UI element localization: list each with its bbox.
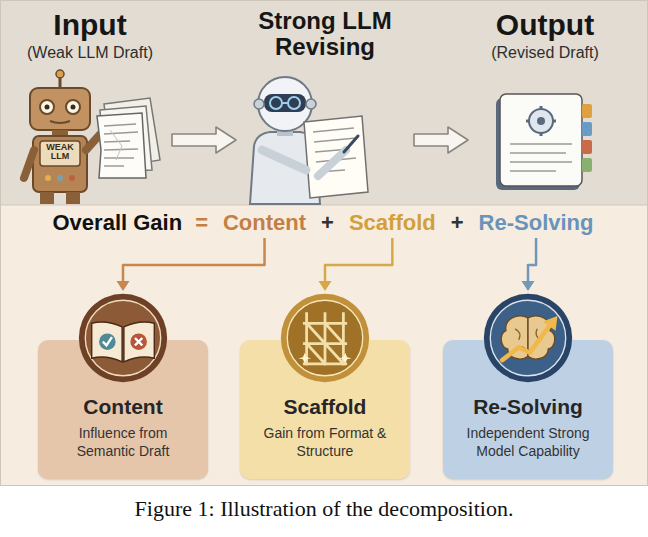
arrowhead [319,281,332,291]
stage-subtitle: (Revised Draft) [470,43,620,64]
band-divider [0,205,648,206]
box-content: Re-SolvingIndependent Strong Model Capab… [443,292,613,473]
equation-symbol: + [321,210,334,236]
equation-symbol: Overall Gain [53,210,183,236]
block-arrow [172,127,236,153]
box-description: Gain from Format & Structure [252,424,398,460]
stage-heading: Input(Weak LLM Draft) [10,8,170,198]
box-icon [77,292,169,384]
stage-title: Output [470,8,620,43]
top-band [0,0,648,205]
connector [319,238,393,291]
box-title: Scaffold [252,394,398,419]
box-content: ScaffoldGain from Format & Structure [240,292,410,473]
box-icon [279,292,371,384]
weak-robot [24,70,104,204]
stage-title: Strong LLM Revising [250,8,400,61]
stage-heading: Output(Revised Draft) [470,8,620,198]
equation-row: Overall Gain = Content + Scaffold + Re-Solving [0,210,648,236]
revised-document [496,94,592,190]
connector [522,238,537,291]
box-description: Independent Strong Model Capability [455,424,601,460]
term-text: Content [223,210,306,235]
equation-symbol: = [195,210,208,236]
block-arrow [414,127,468,153]
component-box: ContentInfluence from Semantic Draft [38,292,208,479]
connector [172,127,236,153]
arrowhead [522,281,535,291]
robot-badge: WEAK LLM [41,143,79,162]
equation-term: Content [221,210,308,236]
connector [414,127,468,153]
lower-band [0,205,648,486]
caption: Figure 1: Illustration of the decomposit… [0,496,648,522]
strong-robot [250,77,368,204]
leader-line [123,238,265,283]
term-text: Re-Solving [479,210,594,235]
arrowhead [117,281,130,291]
component-box: Re-SolvingIndependent Strong Model Capab… [443,292,613,479]
box-title: Re-Solving [455,394,601,419]
leader-line [325,238,392,283]
equation-symbol: + [451,210,464,236]
box-content: ContentInfluence from Semantic Draft [38,292,208,473]
connector [117,238,265,291]
stage-subtitle: (Weak LLM Draft) [10,43,170,64]
term-text: Scaffold [349,210,436,235]
component-box: ScaffoldGain from Format & Structure [240,292,410,479]
frame [1,1,648,486]
box-description: Influence from Semantic Draft [50,424,196,460]
box-title: Content [50,394,196,419]
stage-title: Input [10,8,170,43]
stage-heading: Strong LLM Revising [238,8,412,198]
box-icon [482,292,574,384]
equation-term: Re-Solving [477,210,596,236]
equation-term: Scaffold [347,210,438,236]
draft-papers [97,98,160,178]
leader-line [528,238,536,283]
